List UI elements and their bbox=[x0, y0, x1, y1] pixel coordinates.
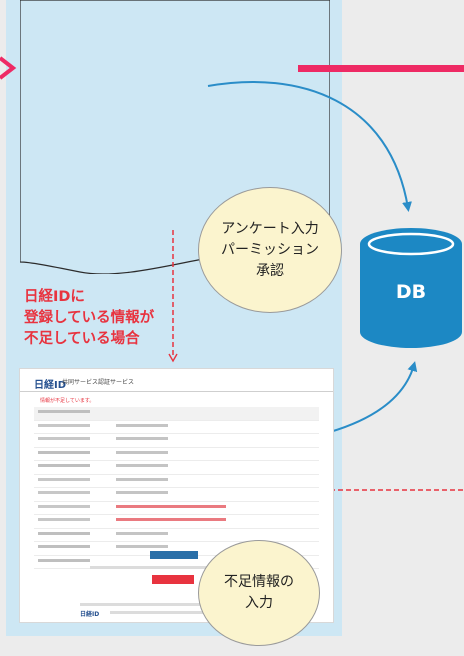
db-label: DB bbox=[395, 281, 427, 303]
form-row bbox=[34, 475, 319, 488]
form-row bbox=[34, 434, 319, 448]
form-row bbox=[34, 461, 319, 475]
missing-info-input-bubble: 不足情報の 入力 bbox=[198, 540, 320, 646]
form-warning: 情報が不足しています。 bbox=[40, 398, 95, 404]
form-row bbox=[34, 529, 319, 542]
form-row bbox=[34, 421, 319, 434]
left-arrowhead bbox=[0, 56, 17, 80]
form-row bbox=[34, 448, 319, 461]
top-flow-arrow bbox=[207, 80, 412, 212]
form-blue-button bbox=[150, 551, 198, 559]
form-red-button bbox=[152, 575, 194, 584]
form-row bbox=[34, 502, 319, 515]
form-rows bbox=[34, 407, 319, 569]
form-logo: 日経ID bbox=[34, 380, 67, 391]
magenta-bar bbox=[298, 65, 464, 72]
database-icon bbox=[360, 228, 462, 348]
form-footer-logo: 日経ID bbox=[80, 611, 100, 618]
form-row bbox=[34, 488, 319, 502]
survey-permission-bubble: アンケート入力 パーミッション 承認 bbox=[198, 187, 342, 313]
missing-info-label: 日経IDに 登録している情報が 不足している場合 bbox=[24, 289, 155, 347]
form-row bbox=[34, 515, 319, 529]
form-service-name: 共同サービス認証サービス bbox=[62, 379, 135, 386]
bottom-flow-arrow bbox=[329, 361, 418, 433]
form-row bbox=[34, 407, 319, 421]
